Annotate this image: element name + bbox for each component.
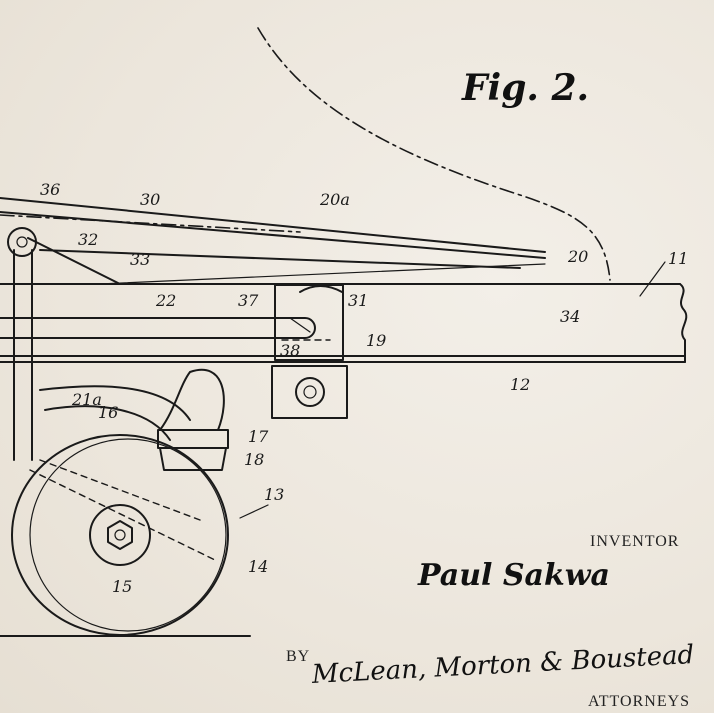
ref-34: 34 <box>560 307 580 326</box>
ref-20a: 20a <box>319 190 350 209</box>
ref-37: 37 <box>238 291 259 310</box>
arm-32 <box>27 237 121 285</box>
ref-13: 13 <box>264 485 284 504</box>
leader-13 <box>239 504 269 519</box>
inventor-name: Paul Sakwa <box>418 558 610 593</box>
by-label: BY <box>286 648 311 665</box>
arm-33-edge <box>99 263 546 285</box>
bolt-19 <box>295 377 325 407</box>
beam-end-break <box>679 283 688 363</box>
pivot-36 <box>7 227 37 257</box>
ref-16: 16 <box>98 403 118 422</box>
hub-nut-15 <box>107 520 133 550</box>
collar-18 <box>159 447 227 471</box>
socket-17 <box>159 368 225 431</box>
bracket-19-lower <box>271 365 348 419</box>
ref-15: 15 <box>112 577 132 596</box>
inventor-label: INVENTOR <box>590 533 680 550</box>
ref-11: 11 <box>668 249 688 268</box>
vertical-post <box>13 249 33 461</box>
hub-nut-hole <box>114 529 126 541</box>
hub-15 <box>89 504 151 566</box>
ref-17: 17 <box>248 427 269 446</box>
ref-20: 20 <box>567 247 588 266</box>
bracket-31-hook <box>299 285 343 293</box>
raised-outline-curve <box>257 27 611 281</box>
ref-14: 14 <box>248 557 268 576</box>
figure-label: Fig. 2. <box>461 67 589 109</box>
bolt-19-inner <box>303 385 317 399</box>
slot-pin-37 <box>289 317 311 333</box>
top-bar-30 <box>0 197 546 253</box>
ref-32: 32 <box>78 230 98 249</box>
slot-22 <box>0 317 316 339</box>
arm-33 <box>39 249 521 269</box>
ref-38: 38 <box>280 341 300 360</box>
ref-33: 33 <box>130 250 150 269</box>
bracket-31 <box>274 284 344 361</box>
ref-18: 18 <box>244 450 264 469</box>
ref-19: 19 <box>366 331 386 350</box>
ref-22: 22 <box>155 291 176 310</box>
leg-21a <box>39 385 191 421</box>
attorneys-label: ATTORNEYS <box>588 693 691 710</box>
wheel-14-rim <box>29 438 227 632</box>
leader-11 <box>639 261 666 297</box>
ref-12: 12 <box>510 375 530 394</box>
ref-21a: 21a <box>71 390 102 409</box>
line-20a <box>0 214 301 233</box>
ref-36: 36 <box>40 180 60 199</box>
pivot-36-inner <box>16 236 28 248</box>
ref-31: 31 <box>348 291 368 310</box>
wheel-hidden-lines <box>29 459 216 561</box>
ref-30: 30 <box>140 190 160 209</box>
